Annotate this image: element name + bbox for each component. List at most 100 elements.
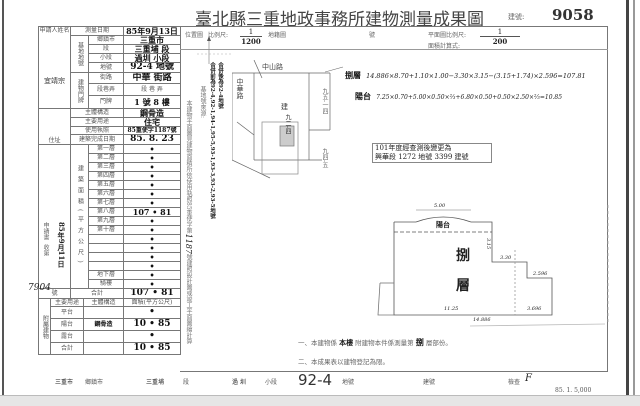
- floor-row: 建築面積(平方公尺)第一層•: [38, 144, 182, 289]
- attached-usage: 合計: [50, 342, 84, 355]
- floor-label: 騎樓: [87, 279, 125, 289]
- location-scale: 1 1200: [240, 28, 262, 46]
- attached-section-label: 附屬建物: [38, 298, 51, 355]
- attached-usage: 陽台: [50, 318, 84, 331]
- leader-line: [325, 66, 344, 73]
- land-label: 基地地號: [70, 35, 89, 73]
- township-label: 鄉鎮市: [87, 35, 125, 45]
- balcony-label: 陽台: [436, 220, 450, 229]
- attached-area: •: [123, 330, 181, 343]
- attached-area: •: [123, 306, 181, 319]
- applicant-name: 宜靖宗: [44, 77, 65, 85]
- license: 85重使字1187號: [123, 126, 182, 135]
- attached-usage: 露台: [50, 330, 84, 343]
- road-left-label: 中華路: [236, 78, 244, 99]
- change-note: 101年度經查測後變更為 興華段 1272 地號 3399 建號: [372, 143, 492, 163]
- attached-structure: [83, 330, 124, 343]
- floor-formula-row: 捌層 14.886×8.70+1.10×1.00−3.30×3.15−(3.15…: [345, 63, 586, 82]
- structure: 鋼骨造: [123, 108, 182, 118]
- structure-label: 主體構造: [69, 108, 125, 118]
- change-note-line2: 興華段 1272 地號 3399 建號: [375, 153, 469, 161]
- footer-subsection-label: 小段: [265, 379, 278, 386]
- floor-area: •: [123, 198, 182, 208]
- township: 三重市: [123, 35, 182, 45]
- location-scale-den: 1200: [241, 37, 261, 46]
- attached-area: 10 • 85: [123, 318, 181, 331]
- attached-structure: [83, 306, 124, 319]
- remark-1c: 層部份。: [425, 339, 452, 347]
- left-tables: 申請人姓名 宜靖宗 測量日期 85年9月13日 基地地號鄉鎮市三重市 段三重埔 …: [38, 26, 182, 355]
- floor-label: 第九層: [87, 216, 125, 226]
- floor-area: •: [123, 144, 182, 154]
- sheet-label: 號: [369, 32, 376, 39]
- lot: 92-4 地號: [123, 62, 182, 73]
- plan-header-divider: [180, 49, 608, 50]
- floor-area: •: [123, 153, 182, 163]
- location-map-label: 位置圖: [185, 32, 204, 39]
- lane: 段 巷 弄: [123, 83, 182, 96]
- balcony-formula-row: 陽台 7.25×0.70+5.00×0.50×⅔+6.80×0.50+0.50×…: [355, 84, 562, 103]
- floor-area: •: [123, 171, 182, 181]
- subsection-label: 小段: [87, 53, 125, 63]
- floor-plan: [377, 205, 609, 327]
- usage: 住宅: [123, 117, 182, 127]
- scan-edge-right-inner: [633, 0, 635, 395]
- total-label: 合計: [69, 288, 125, 299]
- receipt-no: 7904: [28, 283, 51, 293]
- north-arrow-icon: [197, 36, 231, 64]
- attached-usage: 平台: [50, 306, 84, 319]
- number: 1 號 8 樓: [123, 95, 182, 109]
- lot-right2: 九四-五: [321, 148, 328, 169]
- remark-1b: 附建物本件係測量第: [355, 339, 414, 347]
- receipt-label: 收第: [42, 244, 49, 256]
- plan-basis-end: 號建照設計圖或竣工平面圖繪計算: [185, 254, 192, 344]
- attached-area: 10 • 85: [123, 342, 181, 355]
- survey-date-label: 測量日期: [69, 26, 125, 36]
- dim-bottom-inner: 11.25: [444, 306, 459, 312]
- street: 中華 街路: [123, 72, 182, 84]
- plan-scale-label: 平面圖比例尺:: [428, 32, 467, 39]
- floor-area: •: [123, 234, 182, 244]
- info-table: 申請人姓名 宜靖宗 測量日期 85年9月13日 基地地號鄉鎮市三重市 段三重埔 …: [38, 26, 182, 299]
- attached-structure: [83, 342, 124, 355]
- plan-scale-num: 1: [480, 28, 520, 37]
- floor-area: •: [123, 279, 182, 289]
- location-scale-num: 1: [240, 28, 262, 37]
- floor-label: [87, 243, 125, 253]
- remark-1a: 一、本建物係: [298, 339, 337, 347]
- merged-after: 合併後為92-4地號: [217, 62, 223, 109]
- floor-formula: 14.886×8.70+1.10×1.00−3.30×3.15−(3.15+1.…: [366, 72, 586, 80]
- lot-label: 地號: [87, 62, 125, 73]
- license-label: 使用執照: [69, 126, 125, 135]
- survey-date: 85年9月13日: [123, 26, 182, 36]
- plan-basis-note: 本建物平面圖見建物面積所依使用執照85重使字第1187號建照設計圖或竣工平面圖繪…: [184, 100, 193, 344]
- dim-left-step: 3.15: [485, 238, 491, 250]
- section-label: 段: [87, 44, 125, 54]
- scan-edge-left: [2, 0, 4, 395]
- scan-edge-bottom: [0, 395, 640, 406]
- plan-frame: [180, 26, 608, 372]
- scale-label: 比例尺:: [208, 32, 229, 39]
- source-label: 基地號來源:: [199, 86, 206, 119]
- floor-label: [87, 234, 125, 244]
- floor-label: [87, 261, 125, 271]
- plan-scale-den: 200: [492, 37, 508, 46]
- applicant-label: 申請人姓名: [39, 27, 70, 34]
- subsection: 過圳 小段: [123, 53, 182, 63]
- footer-building-label: 建號: [423, 379, 436, 386]
- address-cell: 住址: [38, 108, 71, 145]
- floor-formula-label: 捌層: [345, 70, 361, 80]
- footer-section-label: 段: [183, 379, 190, 386]
- floor-char-1: 捌: [456, 248, 470, 264]
- application-date: 85年9月11日: [57, 222, 66, 268]
- application-label: 申請書: [42, 222, 49, 240]
- footer-subsection: 過 圳: [232, 379, 246, 386]
- attached-col-usage: 主要用途: [50, 298, 84, 307]
- floor-label: 第四層: [87, 171, 125, 181]
- footer-print-code: 85. 1. 5,000: [555, 387, 592, 394]
- floor-label: 第三層: [87, 162, 125, 172]
- floor-label: 第二層: [87, 153, 125, 163]
- balcony-formula: 7.25×0.70+5.00×0.50×⅔+6.80×0.50+0.50×2.5…: [376, 94, 563, 101]
- dim-top: 5.00: [434, 203, 446, 209]
- attached-col-structure: 主體構造: [83, 298, 124, 307]
